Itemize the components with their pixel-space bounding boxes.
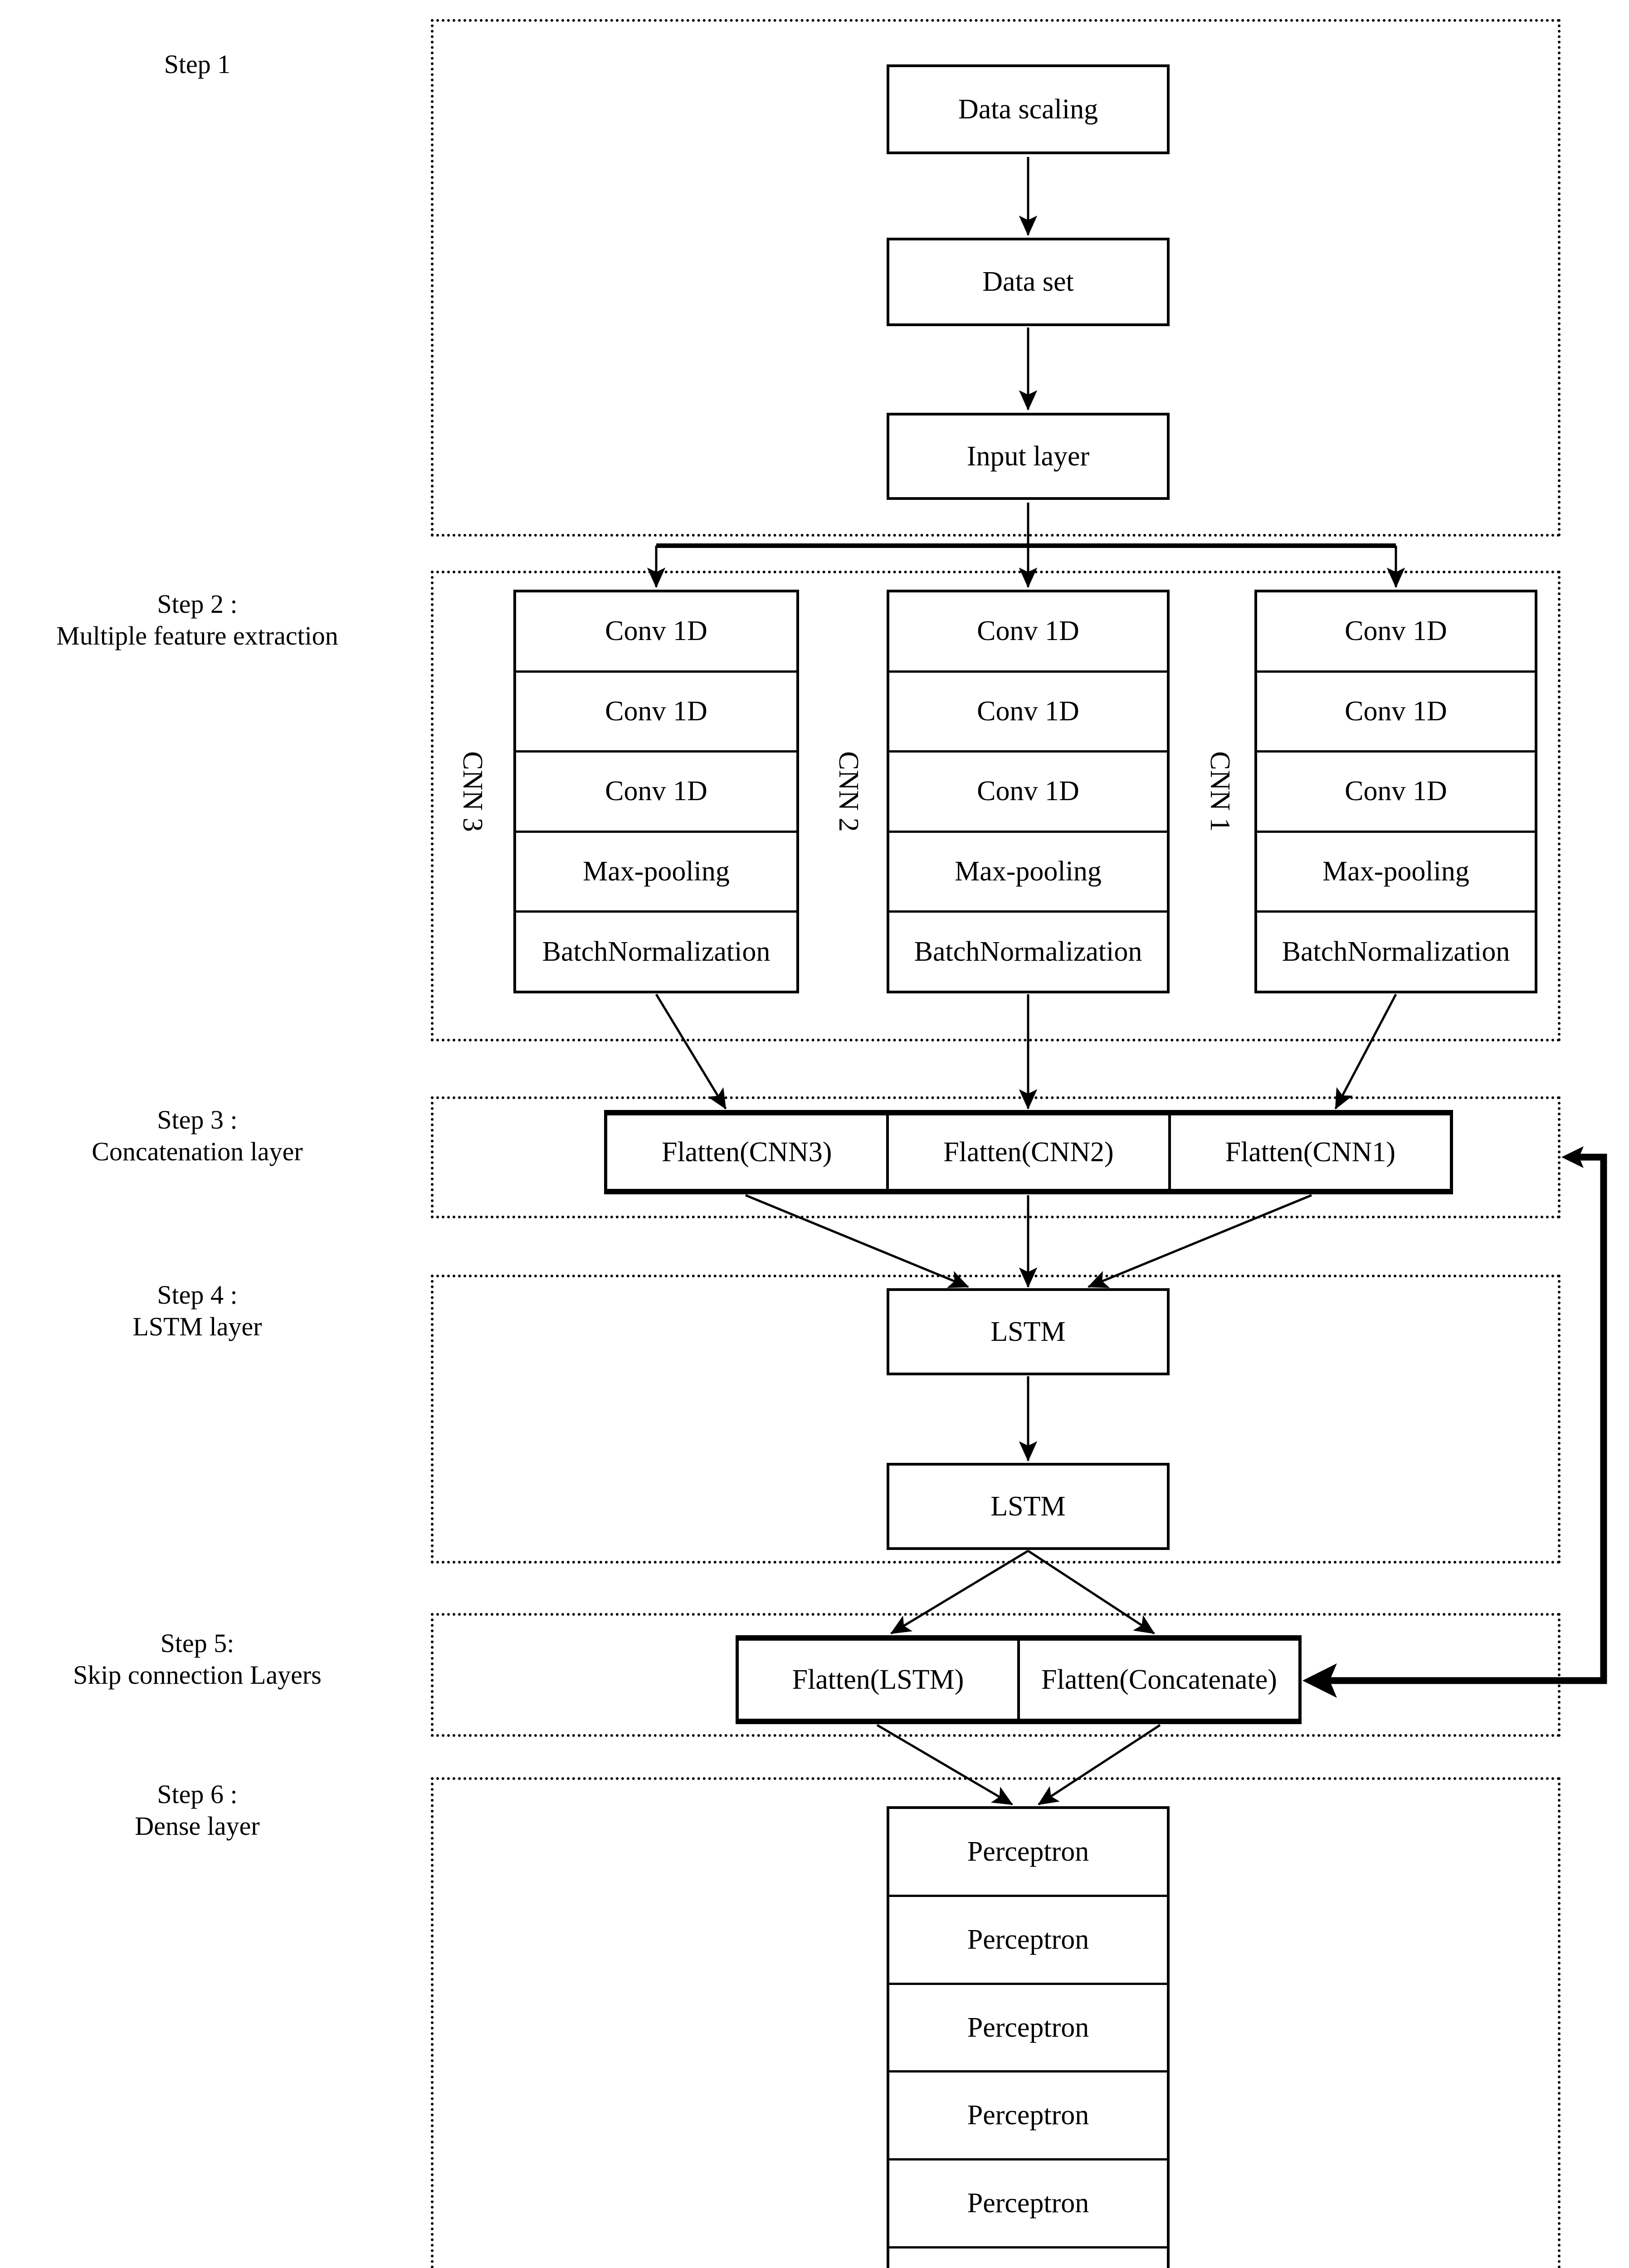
arrow-flatten1-to-lstm — [1087, 1194, 1312, 1288]
step4-label: Step 4 : LSTM layer — [14, 1279, 381, 1343]
step1-label-line1: Step 1 — [164, 49, 231, 79]
step3-label-line1: Step 3 : — [157, 1105, 238, 1134]
flatten-concatenate-cell: Flatten(Concatenate) — [1017, 1641, 1298, 1719]
cnn3-layer-conv1: Conv 1D — [605, 616, 707, 647]
arrow-lstm2-to-flattenconcat — [1027, 1549, 1155, 1635]
lstm1-label: LSTM — [990, 1316, 1066, 1347]
cnn2-layer-batchnorm: BatchNormalization — [889, 910, 1167, 991]
input-layer-label: Input layer — [966, 440, 1090, 472]
skip-connection-row: Flatten(LSTM) Flatten(Concatenate) — [736, 1635, 1302, 1724]
perceptron-5: Perceptron — [889, 2158, 1167, 2246]
cnn1-layer-conv3: Conv 1D — [1257, 750, 1535, 831]
cnn2-layer-conv1: Conv 1D — [977, 616, 1079, 647]
cnn2-layer-conv2: Conv 1D — [889, 670, 1167, 751]
step1-label: Step 1 — [14, 49, 381, 80]
flatten-cnn2-cell: Flatten(CNN2) — [886, 1115, 1168, 1189]
flatten-lstm-cell: Flatten(LSTM) — [792, 1664, 964, 1695]
data-scaling-box: Data scaling — [887, 64, 1170, 154]
cnn3-layer-conv2: Conv 1D — [516, 670, 796, 751]
lstm1-box: LSTM — [887, 1288, 1170, 1375]
concatenation-row: Flatten(CNN3) Flatten(CNN2) Flatten(CNN1… — [604, 1110, 1453, 1194]
arrow-flattenlstm-to-dense — [876, 1724, 1013, 1806]
skip-connection-start-arrowhead — [1561, 1146, 1584, 1168]
step5-label: Step 5: Skip connection Layers — [14, 1628, 381, 1691]
step1-frame — [431, 19, 1561, 537]
step2-label-line1: Step 2 : — [157, 589, 238, 619]
step3-frame — [431, 1096, 1561, 1218]
cnn2-layer-conv3: Conv 1D — [889, 750, 1167, 831]
step2-label-line2: Multiple feature extraction — [56, 621, 338, 650]
perceptron-2: Perceptron — [889, 1894, 1167, 1983]
cnn3-column: Conv 1D Conv 1D Conv 1D Max-pooling Batc… — [513, 590, 799, 993]
arrow-cnn3-to-flatten — [655, 993, 727, 1110]
cnn1-layer-batchnorm: BatchNormalization — [1257, 910, 1535, 991]
cnn2-column: Conv 1D Conv 1D Conv 1D Max-pooling Batc… — [887, 590, 1170, 993]
step4-frame — [431, 1275, 1561, 1564]
step6-label-line2: Dense layer — [135, 1811, 260, 1841]
step4-label-line1: Step 4 : — [157, 1280, 238, 1310]
step6-label: Step 6 : Dense layer — [14, 1779, 381, 1842]
cnn1-layer-maxpool: Max-pooling — [1257, 830, 1535, 911]
arrow-flattenconcat-to-dense — [1038, 1724, 1161, 1806]
step2-label: Step 2 : Multiple feature extraction — [14, 588, 381, 652]
skip-connection-line — [1329, 1154, 1607, 1684]
lstm2-label: LSTM — [990, 1491, 1066, 1522]
step6-frame — [431, 1777, 1561, 2268]
data-set-label: Data set — [982, 266, 1074, 297]
cnn1-column: Conv 1D Conv 1D Conv 1D Max-pooling Batc… — [1254, 590, 1537, 993]
step5-frame — [431, 1613, 1561, 1737]
perceptron-1: Perceptron — [967, 1836, 1089, 1867]
perceptron-6: Perceptron — [889, 2246, 1167, 2268]
cnn3-layer-batchnorm: BatchNormalization — [516, 910, 796, 991]
step3-label: Step 3 : Concatenation layer — [14, 1104, 381, 1168]
step5-label-line1: Step 5: — [160, 1628, 234, 1658]
cnn2-layer-maxpool: Max-pooling — [889, 830, 1167, 911]
cnn3-layer-conv3: Conv 1D — [516, 750, 796, 831]
step2-frame — [431, 571, 1561, 1041]
arrow-lstm2-to-flattenlstm — [890, 1549, 1029, 1635]
input-layer-box: Input layer — [887, 413, 1170, 500]
step5-label-line2: Skip connection Layers — [73, 1660, 322, 1690]
step4-label-line2: LSTM layer — [132, 1312, 262, 1341]
step6-label-line1: Step 6 : — [157, 1779, 238, 1809]
step3-label-line2: Concatenation layer — [92, 1137, 303, 1166]
flatten-cnn3-cell: Flatten(CNN3) — [661, 1136, 832, 1168]
cnn1-layer-conv2: Conv 1D — [1257, 670, 1535, 751]
skip-connection-end-arrowhead — [1302, 1663, 1337, 1698]
cnn3-layer-maxpool: Max-pooling — [516, 830, 796, 911]
data-scaling-label: Data scaling — [958, 93, 1098, 125]
flatten-cnn1-cell: Flatten(CNN1) — [1168, 1115, 1450, 1189]
dense-stack: Perceptron Perceptron Perceptron Percept… — [887, 1806, 1170, 2268]
data-set-box: Data set — [887, 238, 1170, 326]
cnn1-layer-conv1: Conv 1D — [1345, 616, 1447, 647]
skip-connection-path — [1302, 1146, 1607, 1698]
arrow-cnn1-to-flatten — [1334, 993, 1397, 1110]
arrow-flatten3-to-lstm — [745, 1194, 970, 1288]
perceptron-3: Perceptron — [889, 1982, 1167, 2071]
perceptron-4: Perceptron — [889, 2070, 1167, 2158]
lstm2-box: LSTM — [887, 1463, 1170, 1550]
